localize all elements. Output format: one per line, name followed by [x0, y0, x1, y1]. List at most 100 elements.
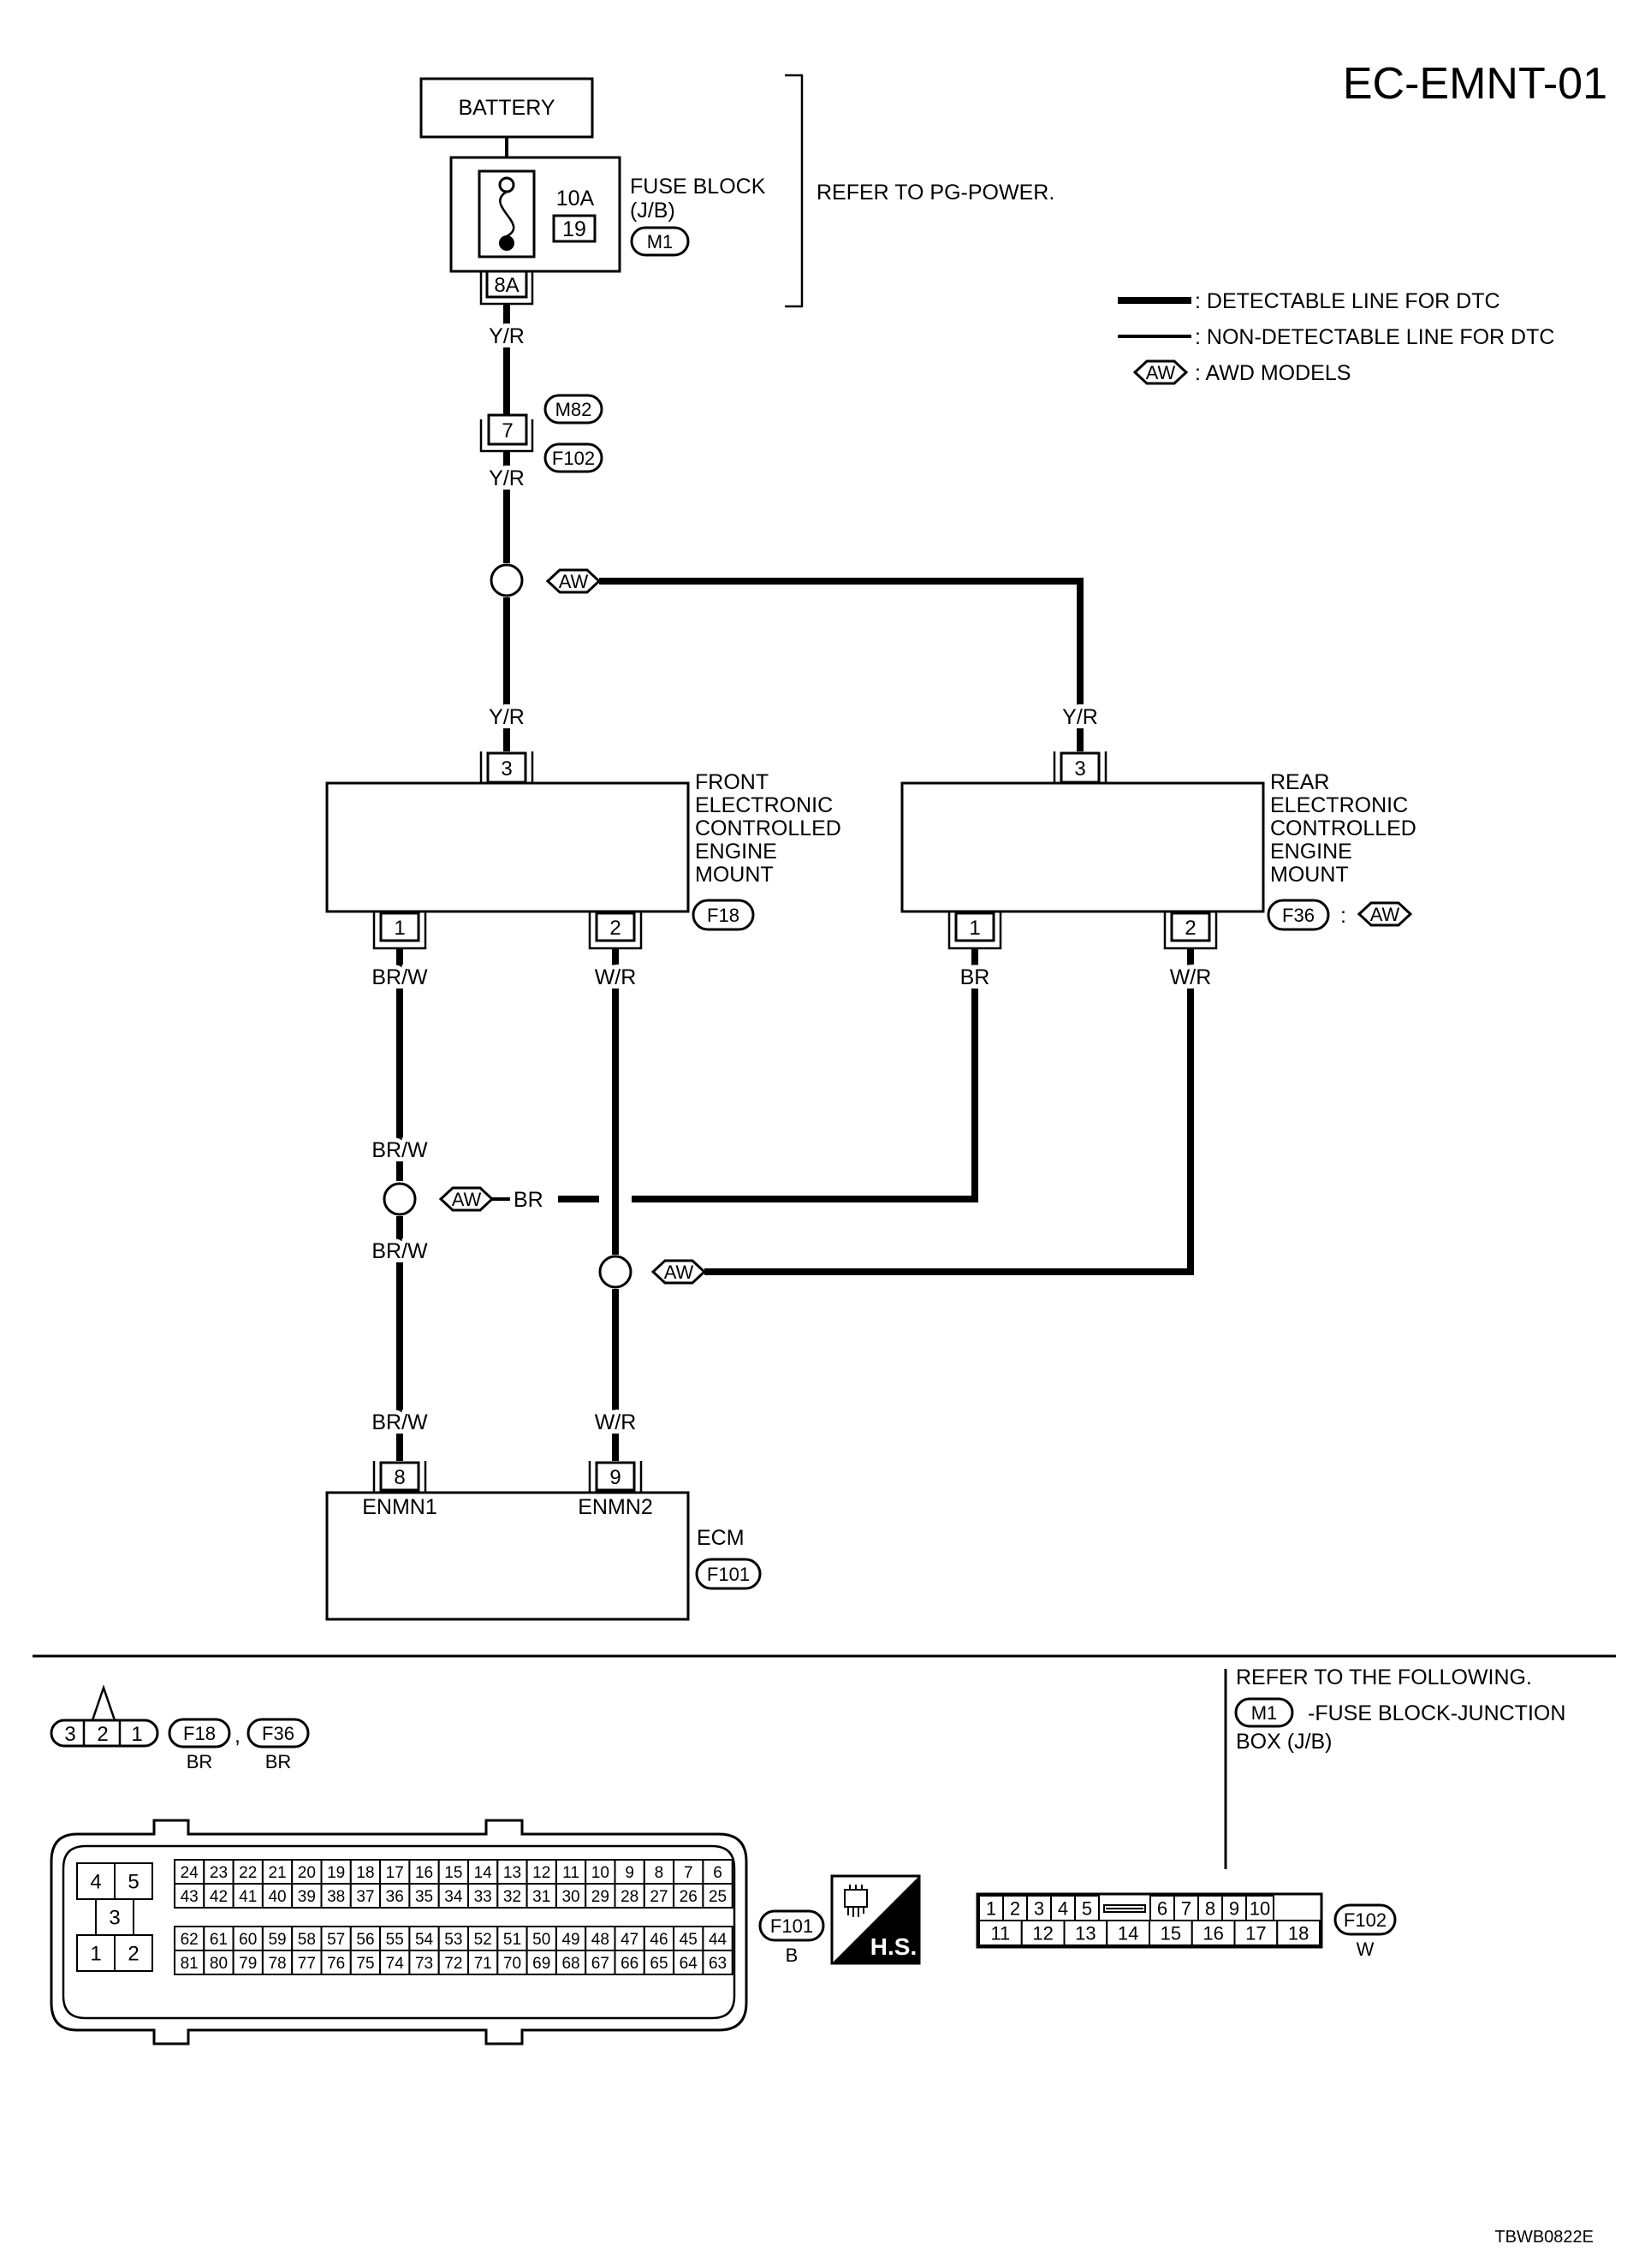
f102-pin: 10 [1250, 1897, 1270, 1919]
ecm-pin: 51 [503, 1931, 521, 1949]
svg-text:ELECTRONIC: ELECTRONIC [1270, 793, 1408, 817]
f102-pin: 13 [1075, 1922, 1096, 1944]
ecm-pin: 67 [591, 1955, 609, 1973]
refer-pg-power: REFER TO PG-POWER. [817, 181, 1054, 205]
ecm-pin: 74 [386, 1955, 405, 1973]
ecm-pin-9: 9 [609, 1466, 621, 1489]
ecm-label: ECM [697, 1526, 745, 1550]
wire-color-wr-1: W/R [595, 965, 637, 989]
ecm-pin: 12 [532, 1864, 550, 1882]
ecm-pin: 39 [298, 1888, 316, 1906]
aw-tag-br: AW [439, 1186, 494, 1212]
connector-tag-f36-bottom: F36 [246, 1718, 310, 1748]
aw-tag-yr: AW [546, 568, 601, 594]
ecm-pin: 13 [503, 1864, 521, 1882]
ecm-pin: 17 [386, 1864, 404, 1882]
ecm-pin: 9 [625, 1864, 634, 1882]
ecm-pin: 45 [680, 1931, 698, 1949]
ecm-pin: 14 [474, 1864, 493, 1882]
joint-lower-connector: F102 [552, 448, 595, 469]
ecm-pin: 61 [210, 1931, 228, 1949]
svg-text:F18: F18 [183, 1723, 216, 1744]
legend-detectable: : DETECTABLE LINE FOR DTC [1195, 289, 1500, 313]
ecm-connector: F101 [707, 1564, 750, 1585]
ecm-pin: 4 [90, 1871, 101, 1894]
ecm-pin: 30 [561, 1888, 579, 1906]
ecm-pin: 53 [444, 1931, 462, 1949]
fuse-number: 19 [562, 217, 586, 241]
wire-color-wr-3: W/R [1170, 965, 1212, 989]
f102-pin: 16 [1203, 1922, 1223, 1944]
f101-color: B [786, 1944, 799, 1966]
f102-pin: 3 [1034, 1897, 1044, 1919]
svg-text:CONTROLLED: CONTROLLED [1270, 816, 1416, 840]
ecm-pin: 65 [650, 1955, 668, 1973]
wire-color-brw-1: BR/W [371, 965, 428, 989]
ecm-pin: 31 [532, 1888, 550, 1906]
ecm-terminal-enmn2: ENMN2 [578, 1495, 653, 1519]
ecm-pin: 49 [561, 1931, 579, 1949]
ecm-pin: 69 [532, 1955, 550, 1973]
ecm-pin: 5 [128, 1871, 139, 1894]
ecm-pin: 40 [268, 1888, 286, 1906]
aw-tag-wr: AW [651, 1259, 706, 1285]
connector-tag-f36: F36 [1267, 899, 1330, 931]
figure-code: TBWB0822E [1494, 2228, 1594, 2247]
fuse-block-connector: M1 [647, 231, 674, 252]
f102-pin: 18 [1288, 1922, 1309, 1944]
ecm-pin: 43 [181, 1888, 199, 1906]
f102-pin: 11 [990, 1922, 1010, 1944]
fuse-block-label: FUSE BLOCK [630, 175, 766, 199]
rear-mount-connector-3: 3 [1053, 751, 1108, 785]
f18-color: BR [187, 1751, 213, 1772]
ecm-pin: 78 [268, 1955, 286, 1973]
ecm-pin: 79 [239, 1955, 257, 1973]
fuse-rating: 10A [556, 187, 595, 211]
front-pin-1: 1 [394, 917, 405, 940]
ecm-pin: 42 [210, 1888, 228, 1906]
ecm-pin: 33 [474, 1888, 492, 1906]
ecm-pin: 77 [298, 1955, 316, 1973]
wire-color-yr-1: Y/R [489, 324, 525, 348]
connector-tag-f102-bottom: F102 [1333, 1903, 1397, 1936]
ecm-pin: 68 [561, 1955, 579, 1973]
ecm-pin: 16 [415, 1864, 433, 1882]
front-mount-connector-3: 3 [479, 751, 534, 785]
svg-text:MOUNT: MOUNT [1270, 863, 1349, 887]
ecm-pin: 44 [709, 1931, 727, 1949]
legend-aw-tag: AW [1133, 359, 1188, 385]
ecm-terminal-enmn1: ENMN1 [362, 1495, 437, 1519]
rear-pin-3: 3 [1074, 757, 1085, 781]
ecm-pin: 73 [415, 1955, 433, 1973]
ecm-pin: 62 [181, 1931, 199, 1949]
ecm-pin: 38 [327, 1888, 345, 1906]
ecm-pin: 54 [415, 1931, 434, 1949]
ecm-pin: 24 [181, 1864, 199, 1882]
refer-following-line2: BOX (J/B) [1236, 1730, 1333, 1754]
mount-connector-face: 3 2 1 [50, 1684, 159, 1748]
f102-pin: 7 [1181, 1897, 1191, 1919]
ecm-pin: 11 [562, 1864, 579, 1882]
fuse-block-jb: (J/B) [630, 199, 675, 223]
ecm-pin-8: 8 [394, 1466, 405, 1489]
ecm-pin: 21 [268, 1864, 286, 1882]
fuse-block: 10A 19 [449, 156, 621, 273]
ecm-pin: 56 [356, 1931, 374, 1949]
svg-text:CONTROLLED: CONTROLLED [695, 816, 841, 840]
front-connector: F18 [707, 905, 739, 926]
joint-pin: 7 [502, 419, 513, 442]
f102-pin: 17 [1245, 1922, 1266, 1944]
connector-tag-f102: F102 [543, 442, 603, 473]
svg-text:F101: F101 [770, 1915, 813, 1937]
svg-text:1: 1 [131, 1723, 142, 1746]
ecm-pin: 25 [709, 1888, 727, 1906]
front-pin-2: 2 [609, 917, 621, 940]
ecm-pin: 6 [713, 1864, 722, 1882]
terminal-8a: 8A [479, 270, 534, 306]
f102-pin: 6 [1157, 1897, 1167, 1919]
svg-text:2: 2 [97, 1723, 108, 1746]
svg-text:ENGINE: ENGINE [1270, 840, 1352, 864]
rear-mount-connector-1: 1 [947, 911, 1002, 950]
svg-text:M1: M1 [1251, 1702, 1278, 1724]
ecm-pin: 70 [503, 1955, 521, 1973]
